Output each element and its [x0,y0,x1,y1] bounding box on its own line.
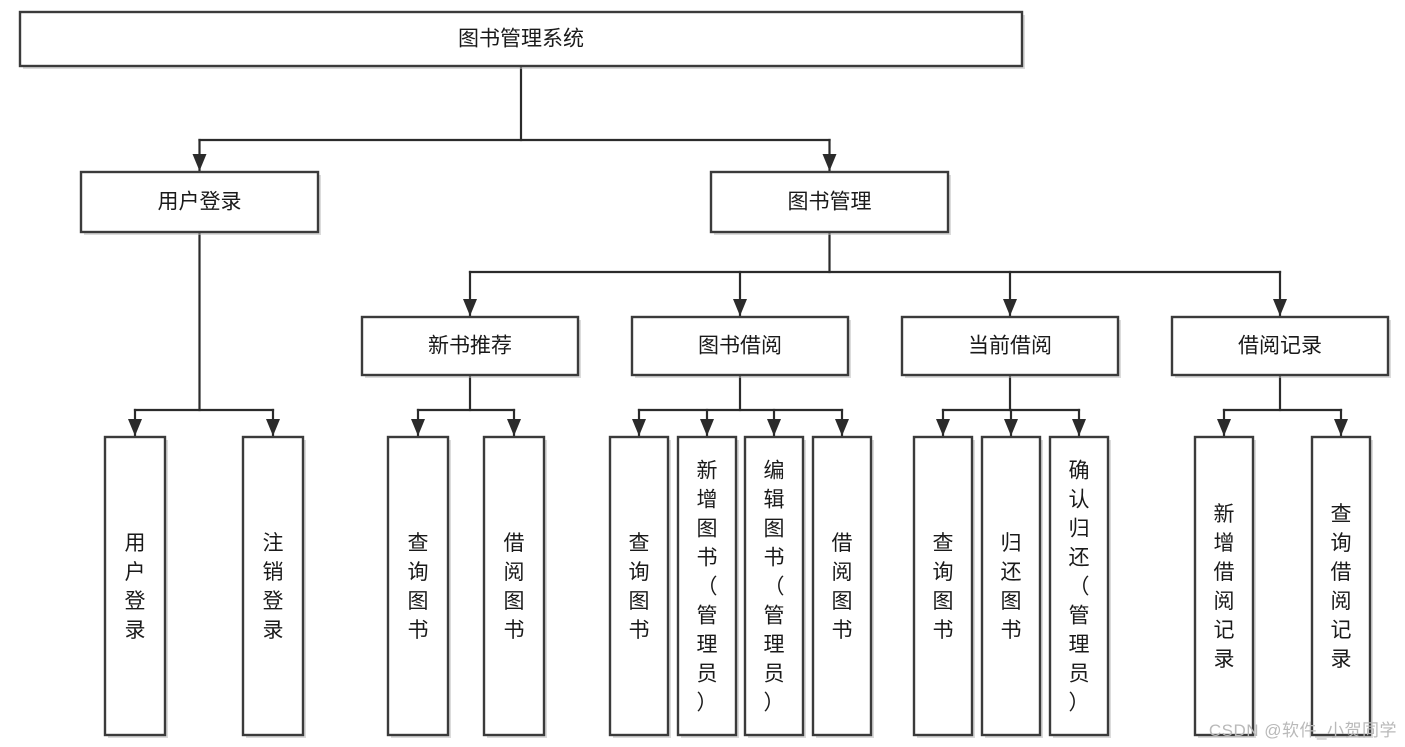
arrowhead-icon [1072,419,1086,436]
arrowhead-icon [507,419,521,436]
node-leaf-borrow-book-2[interactable]: 借阅图书 [811,435,874,738]
node-book-manage[interactable]: 图书管理 [709,170,951,235]
node-box [900,315,1120,377]
node-box [18,10,1024,68]
node-box [912,435,974,737]
node-box [709,170,950,234]
node-leaf-confirm-return[interactable]: 确认归还（管理员） [1048,435,1111,738]
edge-group-book-borrow [632,373,849,437]
node-box [360,315,580,377]
arrowhead-icon [1334,419,1348,436]
node-leaf-query-book-2[interactable]: 查询图书 [608,435,671,738]
node-label: 图书借阅 [698,335,782,358]
node-label: 注销登录 [263,532,284,642]
node-leaf-borrow-book-1[interactable]: 借阅图书 [482,435,547,738]
arrowhead-icon [936,419,950,436]
node-box [1310,435,1372,737]
arrowhead-icon [266,419,280,436]
node-label: 借阅记录 [1238,335,1322,358]
edge-group-book-manage [463,230,1287,317]
node-label: 新增图书（管理员） [697,460,718,715]
arrowhead-icon [700,419,714,436]
arrowhead-icon [463,299,477,316]
arrowhead-icon [1003,299,1017,316]
node-leaf-logout[interactable]: 注销登录 [241,435,306,738]
node-box [482,435,546,737]
node-box [103,435,167,737]
node-box [79,170,320,234]
node-book-borrow[interactable]: 图书借阅 [630,315,851,378]
arrowhead-icon [835,419,849,436]
node-box [743,435,805,737]
edge-group-root [192,64,837,172]
node-leaf-edit-book[interactable]: 编辑图书（管理员） [743,435,806,738]
watermark-text: CSDN @软件_小贺同学 [1208,721,1397,740]
arrowhead-icon [411,419,425,436]
node-box [1193,435,1255,737]
node-borrow-record[interactable]: 借阅记录 [1170,315,1391,378]
arrowhead-icon [192,154,207,171]
edge-group-borrow-record [1217,373,1348,437]
node-leaf-query-record[interactable]: 查询借阅记录 [1310,435,1373,738]
edge-group-new-book-rec [411,373,521,437]
node-label: 借阅图书 [832,532,853,642]
node-label: 查询图书 [629,532,650,642]
node-leaf-query-book-3[interactable]: 查询图书 [912,435,975,738]
node-label: 当前借阅 [968,335,1052,358]
arrowhead-icon [632,419,646,436]
edge-group-user-login [128,230,280,437]
arrowhead-icon [767,419,781,436]
arrowhead-icon [1004,419,1018,436]
node-new-book-rec[interactable]: 新书推荐 [360,315,581,378]
arrowhead-icon [1217,419,1231,436]
node-box [980,435,1042,737]
node-leaf-query-book-1[interactable]: 查询图书 [386,435,451,738]
node-box [241,435,305,737]
node-label: 借阅图书 [504,532,525,642]
node-box [608,435,670,737]
node-user-login[interactable]: 用户登录 [79,170,321,235]
node-label: 新增借阅记录 [1214,503,1235,671]
node-layer: 图书管理系统用户登录图书管理新书推荐图书借阅当前借阅借阅记录用户登录注销登录查询… [18,10,1391,738]
node-label: 图书管理 [788,191,872,214]
node-label: 用户登录 [125,532,146,642]
arrowhead-icon [822,154,837,171]
node-leaf-add-record[interactable]: 新增借阅记录 [1193,435,1256,738]
node-box [1170,315,1390,377]
node-box [1048,435,1110,737]
node-root[interactable]: 图书管理系统 [18,10,1025,69]
node-label: 查询图书 [933,532,954,642]
node-label: 查询借阅记录 [1331,503,1352,671]
node-box [676,435,738,737]
node-label: 用户登录 [158,191,242,214]
connector-layer [128,64,1348,437]
node-box [386,435,450,737]
node-current-borrow[interactable]: 当前借阅 [900,315,1121,378]
node-label: 查询图书 [408,532,429,642]
node-leaf-return-book[interactable]: 归还图书 [980,435,1043,738]
node-label: 归还图书 [1001,532,1022,642]
arrowhead-icon [1273,299,1287,316]
node-box [630,315,850,377]
edge-group-current-borrow [936,373,1086,437]
node-label: 新书推荐 [428,335,512,358]
arrowhead-icon [733,299,747,316]
node-box [811,435,873,737]
node-label: 编辑图书（管理员） [764,460,785,715]
arrowhead-icon [128,419,142,436]
node-leaf-user-login[interactable]: 用户登录 [103,435,168,738]
node-label: 确认归还（管理员） [1069,460,1090,715]
node-leaf-add-book[interactable]: 新增图书（管理员） [676,435,739,738]
node-label: 图书管理系统 [458,28,584,51]
